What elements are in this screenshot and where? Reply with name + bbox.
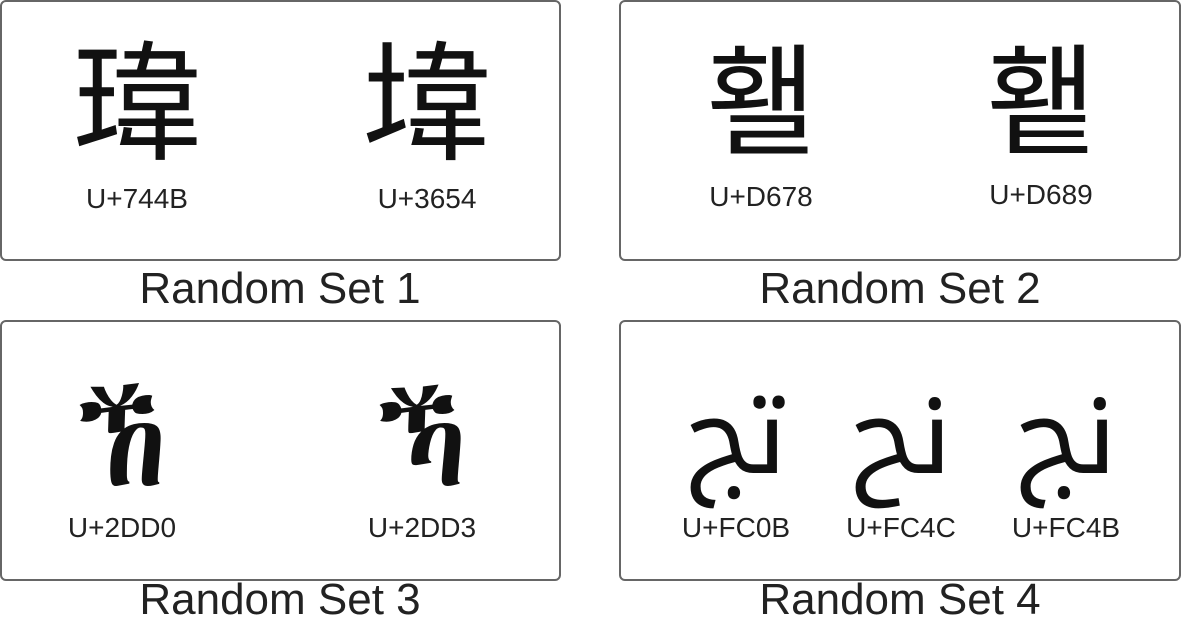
glyph-ufc4c: ﱌ [850,371,952,499]
codepoint-label: U+D689 [989,179,1093,210]
codepoint-label: U+744B [86,183,188,214]
set-3-panel: ⷐ U+2DD0 ⷓ U+2DD3 [0,320,561,581]
codepoint-label: U+FC4B [1011,512,1121,543]
codepoint-label: U+2DD3 [367,512,477,543]
codepoint-label: U+FC0B [681,512,791,543]
codepoint-label: U+FC4C [846,512,956,543]
codepoint-label: U+3654 [377,183,477,214]
codepoint-label: U+2DD0 [67,512,177,543]
set-2-title: Random Set 2 [759,264,1041,313]
glyph-u744b: 瑋 [71,29,202,181]
glyph-u2dd0: ⷐ [78,376,166,515]
glyph-u2dd3: ⷓ [378,376,466,515]
set-4-title: Random Set 4 [759,575,1041,624]
set-1-panel: 瑋 U+744B 㙔 U+3654 [0,0,561,261]
glyph-u3654: 㙔 [361,29,492,181]
codepoint-label: U+D678 [709,181,813,212]
glyph-ud689: 횉 [985,34,1097,173]
glyph-ufc4b: ﱋ [1015,371,1117,499]
glyph-ud678: 홸 [705,34,817,173]
set-3-title: Random Set 3 [139,575,421,624]
set-1-title: Random Set 1 [139,264,421,313]
set-2-panel: 홸 U+D678 횉 U+D689 [619,0,1181,261]
set-4-panel: ﰋ U+FC0B ﱌ U+FC4C ﱋ U+FC4B [619,320,1181,581]
glyph-ufc0b: ﰋ [685,371,787,499]
